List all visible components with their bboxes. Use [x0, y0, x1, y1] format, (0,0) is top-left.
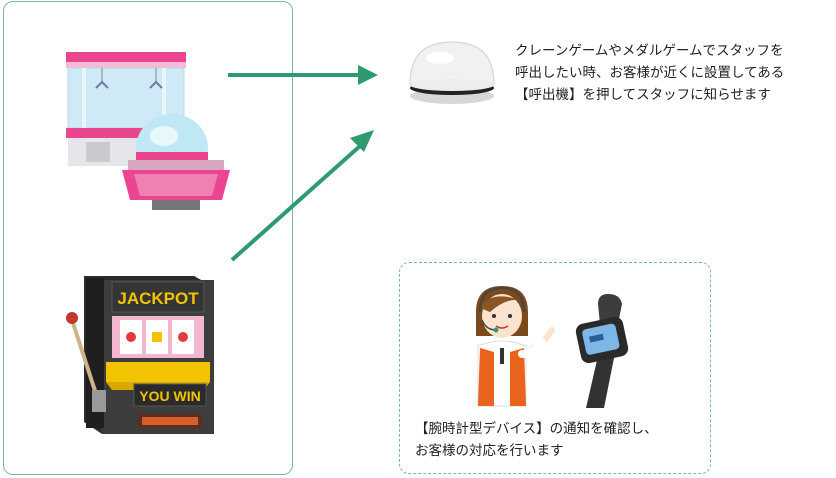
- crane-game-icon: [66, 52, 230, 210]
- notify-description: 【腕時計型デバイス】の通知を確認し、 お客様の対応を行います: [415, 418, 715, 462]
- staff-woman-icon: [476, 286, 555, 407]
- call-button-icon: [409, 41, 495, 104]
- caller-line: クレーンゲームやメダルゲームでスタッフを: [515, 43, 784, 59]
- slot-machine-icon: JACKPOT YOU WIN: [66, 276, 214, 434]
- caller-line: 【呼出機】を押してスタッフに知らせます: [515, 87, 771, 103]
- caller-line: 呼出したい時、お客様が近くに設置してある: [515, 65, 785, 81]
- slot-top-sign: JACKPOT: [117, 289, 199, 308]
- arrow-slot-to-caller-head: [350, 130, 374, 152]
- wristwatch-device-icon: [575, 294, 629, 408]
- arrow-crane-to-caller-head: [358, 65, 378, 85]
- flow-arrows: [228, 65, 378, 262]
- arrow-slot-to-caller: [230, 144, 362, 262]
- staff-panel: [399, 262, 711, 474]
- machines-panel: [3, 1, 293, 475]
- notify-line: 【腕時計型デバイス】の通知を確認し、: [415, 421, 658, 437]
- slot-bottom-sign: YOU WIN: [139, 388, 200, 404]
- notify-line: お客様の対応を行います: [415, 443, 564, 459]
- caller-description: クレーンゲームやメダルゲームでスタッフを 呼出したい時、お客様が近くに設置してあ…: [515, 40, 835, 106]
